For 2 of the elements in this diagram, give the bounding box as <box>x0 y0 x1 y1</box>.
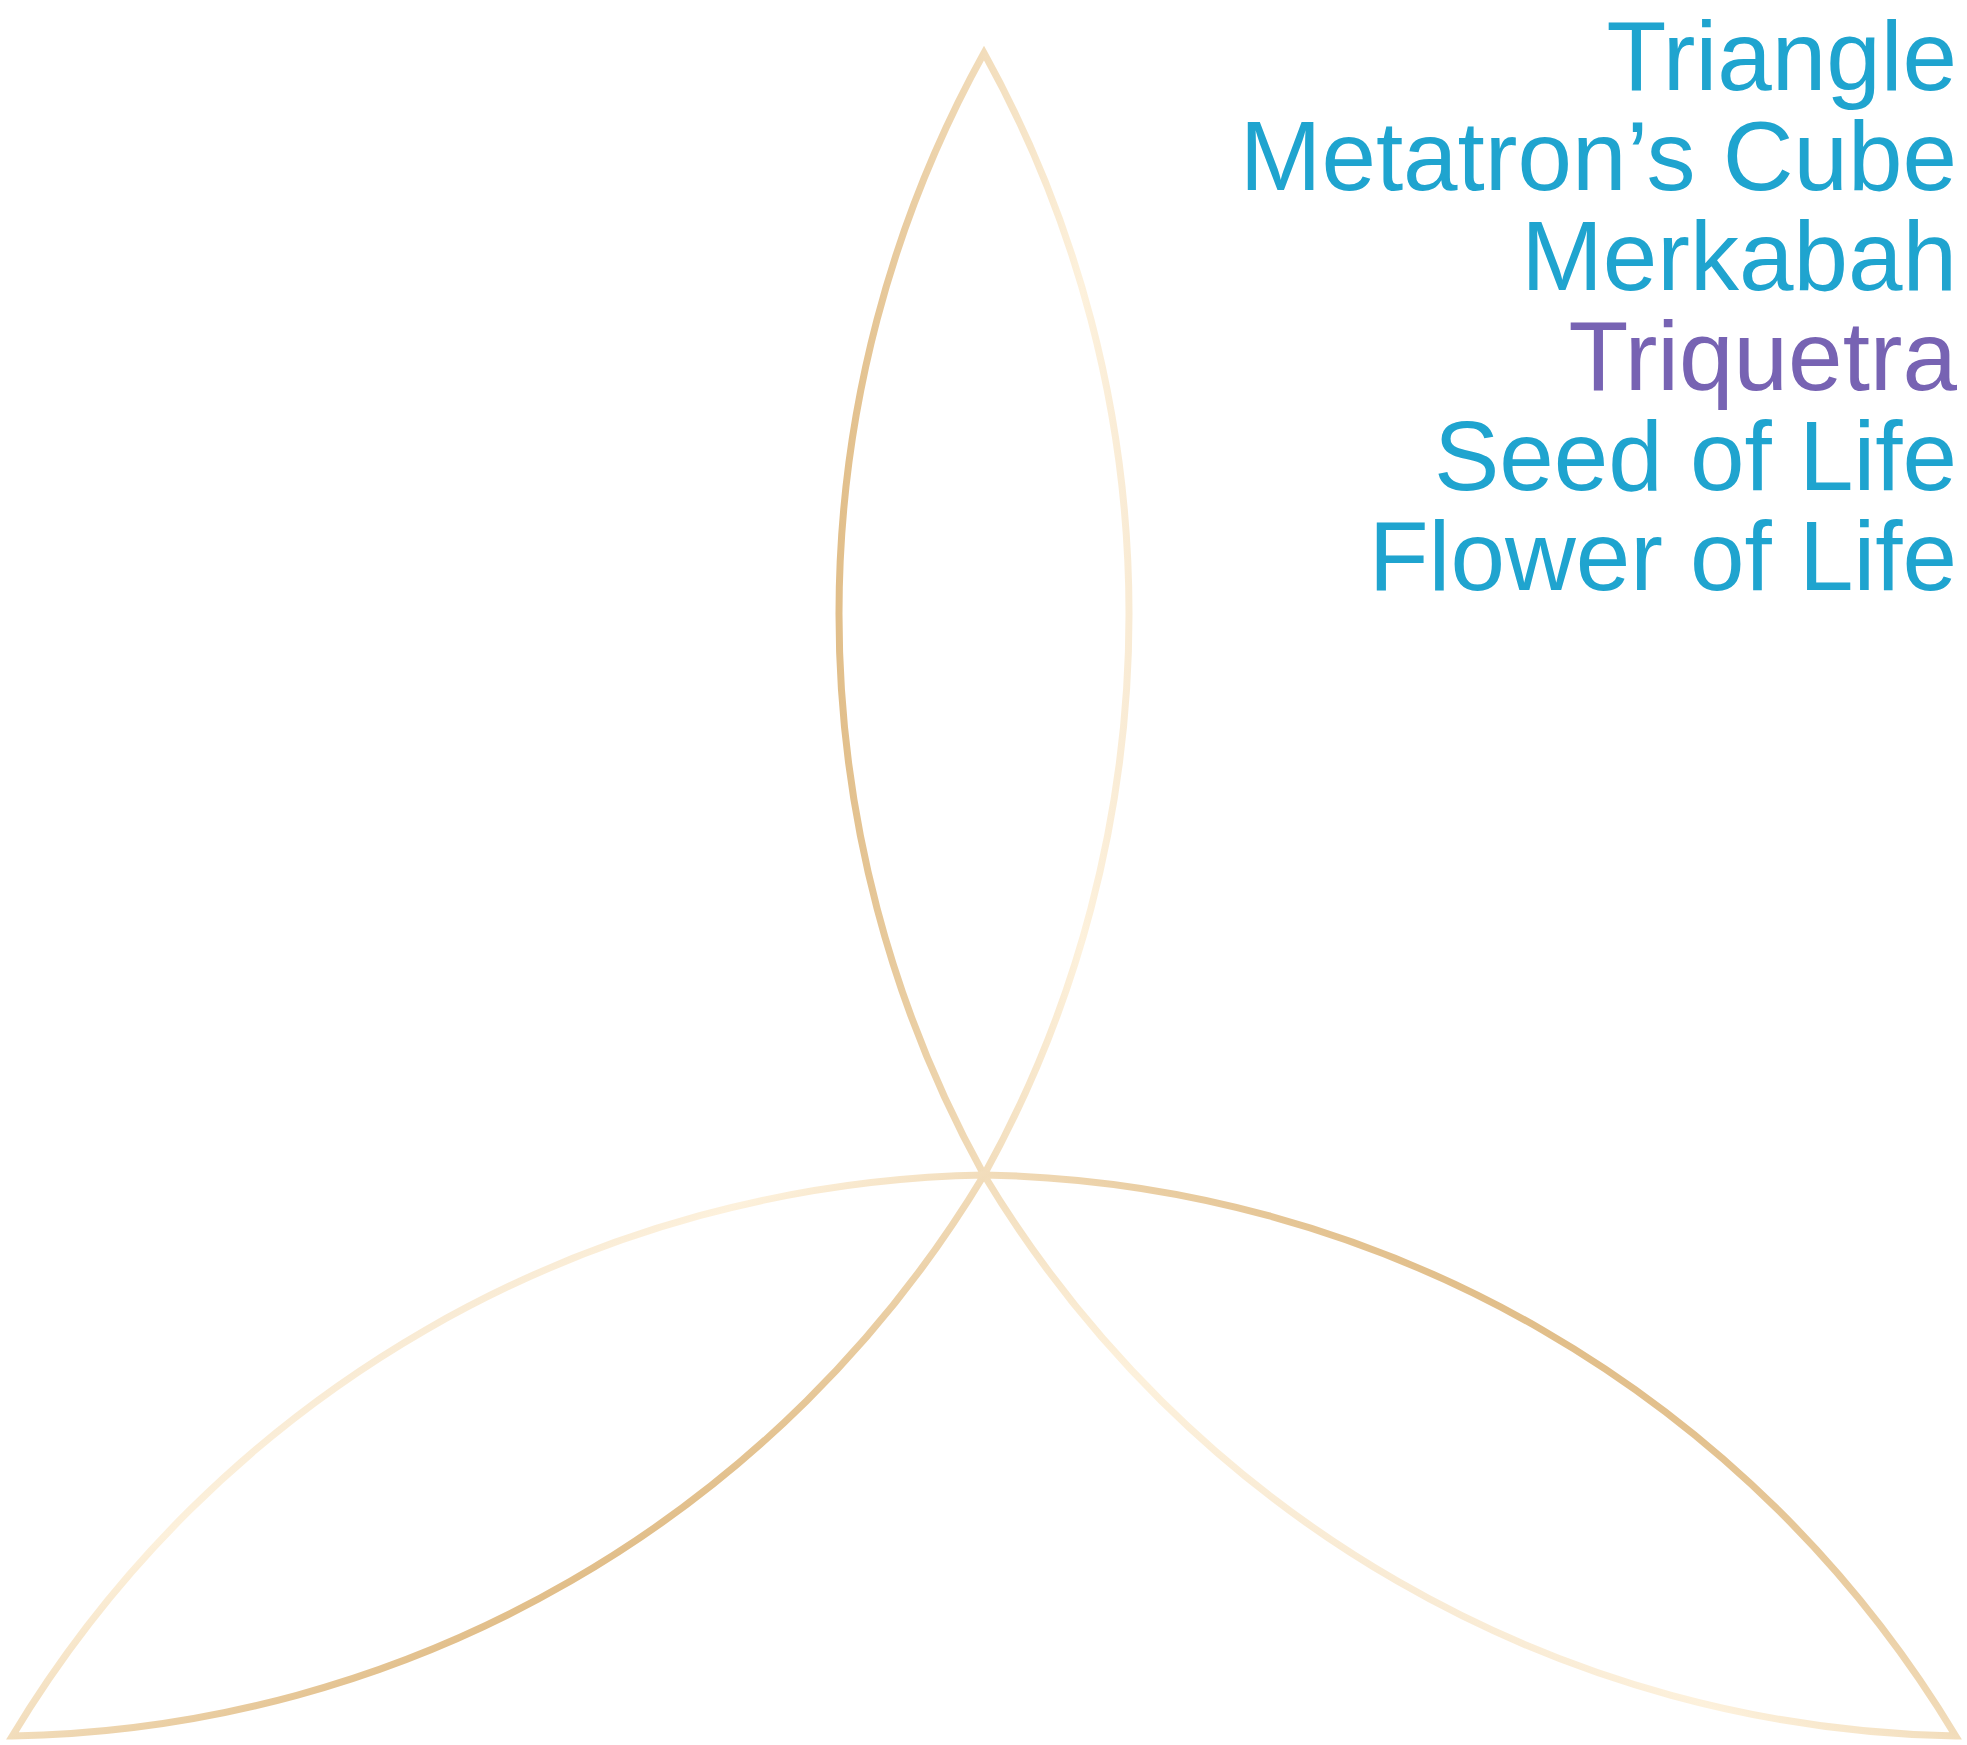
menu-label: Merkabah <box>1521 206 1957 306</box>
menu-label: Flower of Life <box>1368 506 1957 606</box>
